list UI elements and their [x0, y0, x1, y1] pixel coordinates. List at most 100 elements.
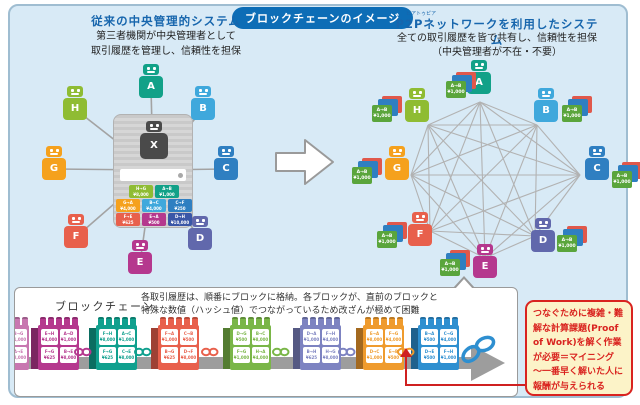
block-studs: [420, 317, 458, 326]
block-tx-card: D→A¥1,000: [303, 329, 320, 345]
ledger-card-front: A→B¥1,000: [352, 167, 372, 184]
block-tx-card: A→D¥1,000: [60, 329, 77, 345]
node-D: D: [528, 218, 558, 252]
block-side: [223, 328, 230, 369]
block-studs: [40, 317, 78, 326]
block-side: [293, 328, 300, 369]
block-side: [356, 328, 363, 369]
robot-head-icon: [589, 146, 605, 157]
block-tx-card: B→G¥1,000: [15, 329, 27, 345]
title-badge: ブロックチェーンのイメージ: [232, 7, 414, 29]
robot-head-icon: [218, 146, 234, 157]
block-tx-card: D→E¥500: [421, 347, 438, 363]
ledger-stack-A: A→B¥1,000: [446, 72, 476, 98]
robot-head-icon: [192, 216, 208, 227]
block-tx-card: F→G¥625: [41, 347, 58, 363]
right-desc-line1: 全ての取引履歴を皆で共有し、信頼性を担保: [397, 33, 597, 44]
robot-head-icon: [132, 240, 148, 251]
block-tx-card: F→G¥4,000: [385, 329, 402, 345]
chain-link-icon: [201, 347, 219, 357]
block-tx-card: F→G¥625: [99, 347, 116, 363]
server-tx-card: A→B¥1,000: [155, 185, 179, 198]
right-desc-line2: （中央管理者が不在・不要）: [432, 47, 562, 58]
callout-connector-line: [405, 357, 407, 385]
block-studs: [160, 317, 198, 326]
magnifier-icon: [178, 172, 183, 178]
node-label: F: [408, 224, 432, 246]
ledger-card-front: A→B¥1,000: [377, 231, 397, 248]
p2p-ruby: ピアトゥピア: [406, 11, 437, 17]
right-section-title: P2Pネットワークを利用したシステム: [395, 17, 599, 47]
block-tx-card: F→H¥1,000: [440, 347, 457, 363]
block-side: [411, 328, 418, 369]
ledger-card-front: A→B¥1,000: [372, 105, 392, 122]
node-label: A: [139, 76, 163, 98]
node-G: G: [39, 146, 69, 180]
block-tx-card: B→A¥500: [421, 329, 438, 345]
block-tx-card: B→H¥625: [303, 347, 320, 363]
node-B: B: [188, 86, 218, 120]
left-section-title: 従来の中央管理的システム: [91, 14, 241, 28]
robot-head-icon: [195, 86, 211, 97]
node-label: B: [534, 100, 558, 122]
ledger-card-front: A→B¥1,000: [612, 171, 632, 188]
robot-head-icon: [68, 214, 84, 225]
node-label: G: [385, 158, 409, 180]
block-tx-card: C→E¥8,000: [118, 347, 135, 363]
block-studs: [15, 317, 28, 326]
node-H: H: [60, 86, 90, 120]
block-studs: [302, 317, 340, 326]
ledger-card-front: A→B¥1,000: [557, 235, 577, 252]
block-side: [151, 328, 158, 369]
node-E: E: [125, 240, 155, 274]
blockchain-desc-line2: 特殊な数値（ハッシュ値）でつながっているため改ざんが極めて困難: [141, 305, 420, 316]
ledger-card-front: A→B¥1,000: [440, 259, 460, 276]
node-label: D: [188, 228, 212, 250]
node-label: E: [473, 256, 497, 278]
left-section-desc: 第三者機関が中央管理者として 取引履歴を管理し、信頼性を担保: [46, 29, 286, 59]
block-side: [89, 328, 96, 369]
node-F: F: [61, 214, 91, 248]
node-label: E: [128, 252, 152, 274]
block-tx-card: H→G¥8,000: [322, 347, 339, 363]
block-tx-card: C→G¥4,000: [440, 329, 457, 345]
server-tx-card: G→A¥4,000: [116, 199, 140, 212]
block-tx-card: D→G¥500: [233, 329, 250, 345]
robot-head-icon: [471, 60, 487, 71]
node-E: E: [470, 244, 500, 278]
server-tx-card: C→F¥250: [168, 199, 192, 212]
ledger-stack-F: A→B¥1,000: [377, 222, 407, 248]
node-B: B: [531, 88, 561, 122]
server-admin-label: X: [140, 133, 168, 159]
server-tx-card: E→A¥500: [142, 213, 166, 226]
proof-of-work-callout: つなぐために複雑・難 解な計算課題(Proof of Work)を解く作業 が必…: [525, 300, 633, 396]
block-side: [31, 328, 38, 369]
block-tx-card: A→E¥8,000: [15, 347, 27, 363]
server-search-bar: [120, 169, 186, 181]
block-studs: [232, 317, 270, 326]
ledger-stack-B: A→B¥1,000: [562, 96, 592, 122]
block-tx-card: B→G¥625: [161, 347, 178, 363]
block-chain-strip: D→H¥4,000B→G¥1,000C→G¥625A→E¥8,000E→H¥4,…: [15, 316, 516, 394]
block-tx-card: A→C¥1,000: [118, 329, 135, 345]
node-label: H: [63, 98, 87, 120]
robot-head-icon: [67, 86, 83, 97]
ledger-stack-G: A→B¥1,000: [352, 158, 382, 184]
server-tx-card: H→G¥8,000: [129, 185, 153, 198]
robot-head-icon: [538, 88, 554, 99]
left-desc-line1: 第三者機関が中央管理者として: [96, 31, 236, 42]
node-A: A: [136, 64, 166, 98]
node-H: H: [402, 88, 432, 122]
block-tx-card: F→A¥1,000: [161, 329, 178, 345]
node-C: C: [582, 146, 612, 180]
left-desc-line2: 取引履歴を管理し、信頼性を担保: [91, 46, 241, 57]
